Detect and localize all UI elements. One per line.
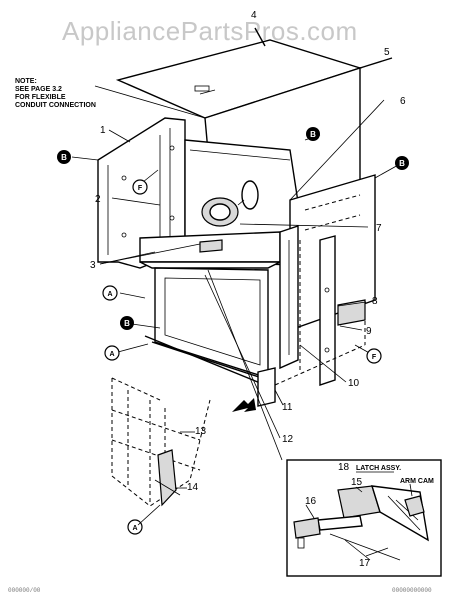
callout-b-4: B	[120, 316, 134, 330]
latch-inset: 18 LATCH ASSY. 15 ARM CAM 16 17	[286, 459, 442, 577]
callout-b-3: B	[395, 156, 409, 170]
right-strip	[279, 225, 366, 386]
callout-b-label: B	[124, 319, 130, 328]
callout-a-label: A	[109, 351, 114, 358]
part-number-11: 11	[282, 402, 293, 413]
front-frame	[139, 231, 281, 269]
note-line-3: FOR FLEXIBLE	[15, 94, 66, 101]
part-number-6: 6	[400, 96, 406, 107]
callout-a-3: A	[127, 519, 143, 535]
part-number-2: 2	[95, 194, 101, 205]
part-number-15: 15	[351, 477, 363, 488]
part-number-3: 3	[90, 260, 96, 271]
callout-b-2: B	[306, 127, 320, 141]
part-number-18: 18	[338, 462, 350, 473]
part-number-13: 13	[195, 426, 207, 437]
door-corner-detail	[111, 377, 211, 526]
base-rail	[257, 240, 366, 407]
note-line-1: NOTE:	[15, 78, 37, 85]
callout-a-1: A	[102, 285, 118, 301]
part-number-9: 9	[366, 326, 372, 337]
part-number-8: 8	[372, 296, 378, 307]
part-number-4: 4	[251, 10, 257, 21]
part-number-10: 10	[348, 378, 360, 389]
note-line-2: SEE PAGE 3.2	[15, 86, 62, 93]
watermark-text: AppliancePartsPros.com	[62, 16, 358, 46]
door-frame	[144, 267, 269, 386]
callout-a-2: A	[104, 345, 120, 361]
part-number-5: 5	[384, 47, 390, 58]
note-line-4: CONDUIT CONNECTION	[15, 102, 96, 109]
part-number-14: 14	[187, 482, 199, 493]
callout-f-1: F	[132, 179, 148, 195]
callout-f-label: F	[138, 185, 143, 192]
part-number-12: 12	[282, 434, 294, 445]
callout-b-label: B	[399, 159, 405, 168]
arm-cam-label: ARM CAM	[400, 478, 434, 485]
footer-left-code: 000000/00	[8, 587, 41, 594]
callout-f-label: F	[372, 354, 377, 361]
part-numbers: 4 5 1 6 2 7 3 8 9 10 11 12 13 14	[90, 10, 406, 493]
part-number-7: 7	[376, 223, 382, 234]
part-number-1: 1	[100, 125, 106, 136]
part-number-17: 17	[359, 558, 371, 569]
callout-b-label: B	[310, 130, 316, 139]
leader-lines	[71, 85, 401, 461]
callout-f-2: F	[366, 348, 382, 364]
callout-a-label: A	[107, 291, 112, 298]
note-block: NOTE: SEE PAGE 3.2 FOR FLEXIBLE CONDUIT …	[15, 78, 96, 109]
callout-a-label: A	[132, 525, 137, 532]
callout-b-1: B	[57, 150, 71, 164]
inset-title: LATCH ASSY.	[356, 465, 401, 472]
footer-right-code: 00000000000	[392, 587, 432, 594]
blower-motor	[201, 180, 259, 227]
part-number-16: 16	[305, 496, 317, 507]
direction-arrow	[232, 398, 256, 412]
callout-b-label: B	[61, 153, 67, 162]
